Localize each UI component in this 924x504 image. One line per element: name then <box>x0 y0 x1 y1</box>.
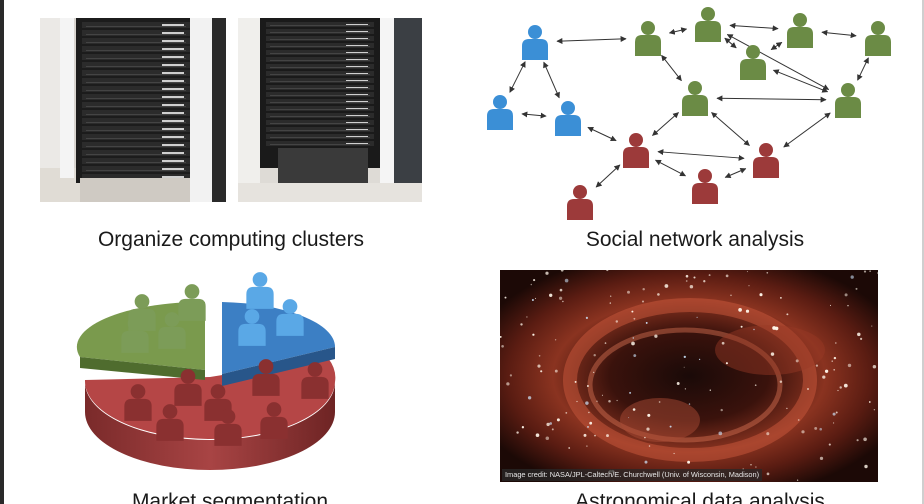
network-node-person-icon <box>787 13 813 48</box>
network-node-person-icon <box>567 185 593 220</box>
network-node-person-icon <box>623 133 649 168</box>
segment-person-icon <box>158 312 186 349</box>
segment-person-icon <box>301 362 329 399</box>
network-node-person-icon <box>682 81 708 116</box>
server-rack-photo-right <box>238 18 422 202</box>
segment-person-icon <box>252 359 280 396</box>
market-segmentation-pie <box>76 272 336 470</box>
segment-person-icon <box>276 299 304 336</box>
image-credit: Image credit: NASA/JPL-Caltech/E. Church… <box>502 469 763 481</box>
caption-clusters: Organize computing clusters <box>97 228 365 251</box>
network-node-person-icon <box>635 21 661 56</box>
network-node-person-icon <box>753 143 779 178</box>
segment-person-icon <box>238 309 266 346</box>
window-frame-left <box>0 0 4 504</box>
segment-person-icon <box>121 316 149 353</box>
window-frame-right <box>922 0 924 504</box>
caption-market: Market segmentation <box>131 490 329 504</box>
network-node-person-icon <box>695 7 721 42</box>
social-network-graph <box>487 7 891 220</box>
segment-person-icon <box>260 402 288 439</box>
segment-person-icon <box>246 272 274 309</box>
server-rack-photo-left <box>40 18 226 202</box>
segment-person-icon <box>124 384 152 421</box>
network-node-person-icon <box>555 101 581 136</box>
network-node-person-icon <box>522 25 548 60</box>
network-node-person-icon <box>835 83 861 118</box>
segment-person-icon <box>178 284 206 321</box>
caption-astro: Astronomical data analysis <box>575 490 825 504</box>
network-node-person-icon <box>740 45 766 80</box>
network-node-person-icon <box>487 95 513 130</box>
caption-social: Social network analysis <box>585 228 805 251</box>
segment-person-icon <box>156 404 184 441</box>
segment-person-icon <box>214 409 242 446</box>
network-node-person-icon <box>865 21 891 56</box>
segment-person-icon <box>174 369 202 406</box>
nebula-image <box>500 270 878 482</box>
network-node-person-icon <box>692 169 718 204</box>
